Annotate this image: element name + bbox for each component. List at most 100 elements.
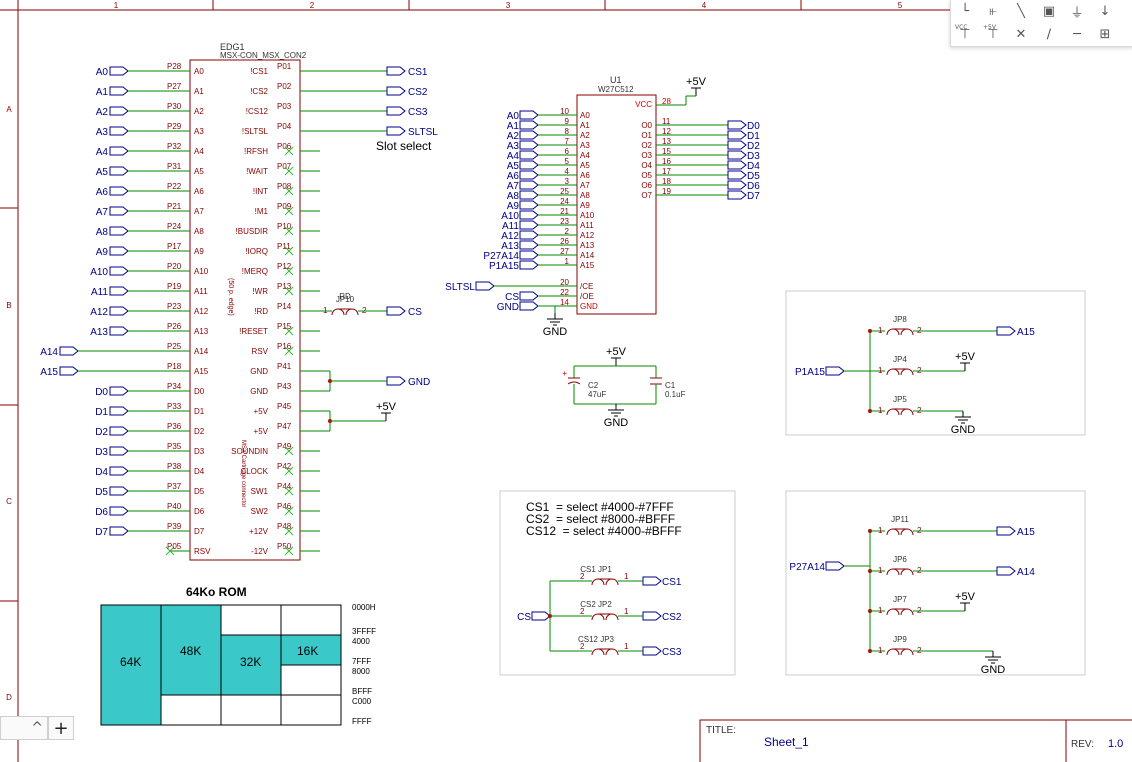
edg1-left-pin-name: A6 <box>194 187 204 196</box>
rom-empty-16k-mid <box>280 664 342 696</box>
frame-col-label: 5 <box>898 1 903 10</box>
net-label: A8 <box>96 227 109 238</box>
edg1-right-pin-name: !RD <box>254 307 268 316</box>
jumper-jp11-ref: JP11 <box>891 515 909 524</box>
edg1-left-pin-name: A1 <box>194 87 204 96</box>
net-port-flag <box>727 170 747 180</box>
edg1-left-pin-name: A5 <box>194 167 204 176</box>
frame-col-label: 1 <box>114 1 119 10</box>
u1-pin-number: 15 <box>662 147 671 156</box>
edg1-right-pin-number: P11 <box>277 242 291 251</box>
net-label: P27A14 <box>789 562 825 573</box>
edg1-right-pin-name: SOUNDIN <box>231 447 268 456</box>
net-port-flag <box>109 486 129 496</box>
plus5v-icon[interactable]: +5V⊤ <box>983 24 999 42</box>
edg1-left-pin-number: P33 <box>167 402 182 411</box>
no-connect-icon[interactable]: ✕ <box>1015 26 1027 42</box>
off-page-icon[interactable]: ↓ <box>1099 3 1111 19</box>
pin-icon[interactable]: ─ <box>1073 26 1081 42</box>
net-label: A13 <box>501 241 519 252</box>
net-label: A15 <box>40 367 58 378</box>
no-connect-icon <box>165 546 175 556</box>
net-port-flag <box>109 266 129 276</box>
title-label: TITLE: <box>706 725 736 736</box>
wire-corner-icon[interactable]: └ <box>961 3 969 19</box>
net-label-icon[interactable]: ∕ <box>1046 26 1052 42</box>
edg1-right-pin-name: !CS2 <box>250 87 268 96</box>
u1-pin-number: 9 <box>565 117 570 126</box>
u1-pin-number: 12 <box>662 127 671 136</box>
net-port-flag <box>519 110 539 120</box>
net-label: CS2 <box>662 612 682 623</box>
edg1-left-pin-number: P29 <box>167 122 182 131</box>
u1-pin-name: A5 <box>580 161 590 170</box>
u1-ref: U1 <box>610 75 622 85</box>
a14-jumper-set: P27A1412JP11A1512JP6A1412JP7+5V12JP9GND <box>789 515 1035 676</box>
net-label: P1A15 <box>795 367 825 378</box>
c2-ref: C2 <box>588 381 599 390</box>
no-connect-icon <box>284 466 294 476</box>
u1-pin-name: A12 <box>580 231 595 240</box>
cs-jumper-pin1: 1 <box>624 642 629 651</box>
no-connect-icon <box>284 326 294 336</box>
jumper-box-cs <box>499 490 736 676</box>
vcc-icon[interactable]: VCC⊤ <box>955 24 971 42</box>
edg1-right-pin-name: !IORQ <box>245 247 268 256</box>
net-port-icon[interactable]: ▣ <box>1042 3 1056 19</box>
net-label: A3 <box>96 127 109 138</box>
edg1-right-pin-name: !CS1 <box>250 67 268 76</box>
rom-addr-3: 7FFF <box>352 657 371 666</box>
line-icon[interactable]: ╲ <box>1017 3 1025 19</box>
net-port-flag <box>727 150 747 160</box>
net-port-flag <box>109 466 129 476</box>
jumper-jp7-pin1: 1 <box>878 606 883 615</box>
edg1-right-pin-name: -12V <box>251 547 269 556</box>
jumper-jp8-arc2 <box>900 328 914 336</box>
add-button[interactable]: + <box>48 716 74 740</box>
no-connect-icon <box>284 286 294 296</box>
frame-col-label: 4 <box>702 1 707 10</box>
slot-select-label: Slot select <box>376 139 432 153</box>
net-label: A9 <box>507 201 520 212</box>
no-connect-icon <box>284 346 294 356</box>
edg1-left-pin-number: P35 <box>167 442 182 451</box>
edg1-right-pin-name: +12V <box>249 527 269 536</box>
title-block: TITLE: Sheet_1 REV: 1.0 <box>699 719 1132 762</box>
net-port-flag <box>727 180 747 190</box>
sheet-title[interactable]: Sheet_1 <box>764 735 809 749</box>
net-port-flag <box>475 281 495 291</box>
cs-note-1: CS1 = select #4000-#7FFF <box>526 500 674 514</box>
net-label: D0 <box>747 121 760 132</box>
jp10-arc2 <box>345 308 359 316</box>
u1-vcc-number: 28 <box>662 97 671 106</box>
edg1-right-pin-number: P14 <box>277 302 292 311</box>
u1-pin-name: O2 <box>641 141 652 150</box>
u1-pin-name: O6 <box>641 181 652 190</box>
u1-pin-number: 17 <box>662 167 671 176</box>
collapse-button[interactable]: ^ <box>0 716 48 740</box>
net-label: A1 <box>507 121 520 132</box>
u1-pin-number: 21 <box>560 207 569 216</box>
edg1-right-pin-number: P42 <box>277 462 292 471</box>
u1-pin-number: 4 <box>565 167 570 176</box>
edg1-connector[interactable]: EDG1 MSX-CON_MSX_CON2 (50 p. edge) MSX C… <box>40 42 438 561</box>
net-port-flag <box>519 150 539 160</box>
edg1-left-pin-number: P32 <box>167 142 182 151</box>
net-label: A14 <box>40 347 58 358</box>
net-label: D6 <box>95 507 108 518</box>
edg1-left-pin-name: D6 <box>194 507 205 516</box>
edg1-left-pin-name: A12 <box>194 307 209 316</box>
edg1-right-pin-number: P41 <box>277 362 292 371</box>
edg1-left-pin-name: A10 <box>194 267 209 276</box>
bus-entry-icon[interactable]: ⫦ <box>989 3 997 19</box>
edg1-left-pin-number: P24 <box>167 222 182 231</box>
rom-block-16k <box>280 634 342 666</box>
rom-addr-2: 4000 <box>352 637 370 646</box>
net-label: A4 <box>96 147 109 158</box>
component-icon[interactable]: ⊞ <box>1099 26 1111 42</box>
edg1-right-pin-name: !INT <box>253 187 268 196</box>
ground-icon[interactable]: ⏚ <box>1070 5 1084 21</box>
